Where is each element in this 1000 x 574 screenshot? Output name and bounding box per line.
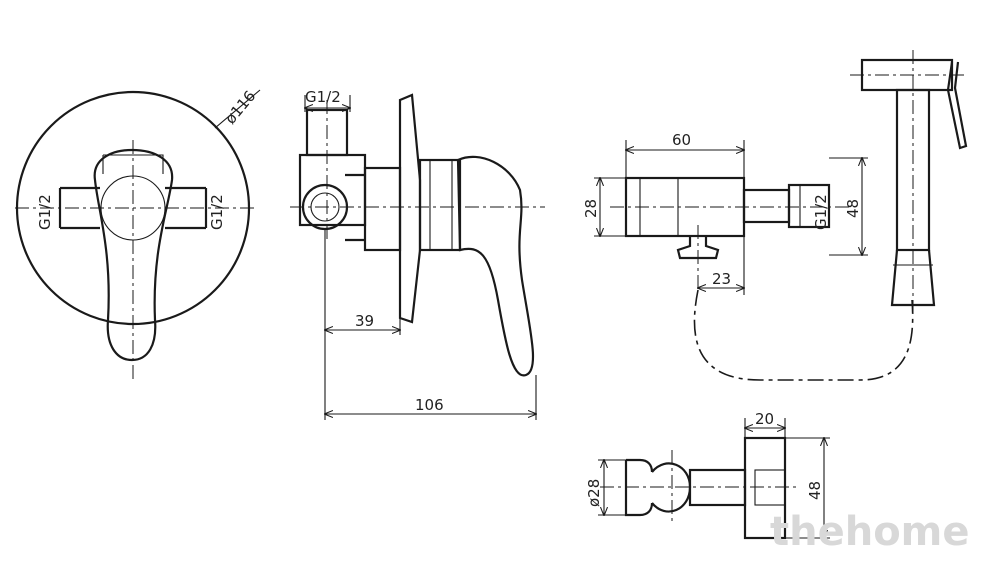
thread-right-label: G1/2 bbox=[208, 194, 226, 230]
outlet-offset-label: 23 bbox=[712, 270, 731, 288]
sprayer-view bbox=[850, 50, 968, 315]
thread-top-label: G1/2 bbox=[305, 88, 341, 106]
bottom-diameter-label: ø28 bbox=[585, 479, 603, 507]
side-view: G1/2 39 106 bbox=[290, 88, 545, 420]
depth-39-label: 39 bbox=[355, 312, 374, 330]
front-view: ø116 G1/2 G1/2 bbox=[15, 87, 261, 380]
outlet-height-label: 48 bbox=[844, 199, 862, 218]
holder-height-label: 28 bbox=[582, 199, 600, 218]
bottom-view: 20 ø28 48 bbox=[585, 410, 830, 540]
thread-left-label: G1/2 bbox=[36, 194, 54, 230]
holder-width-label: 60 bbox=[672, 131, 691, 149]
outlet-thread-label: G1/2 bbox=[812, 194, 830, 230]
watermark: thehome bbox=[770, 509, 970, 555]
depth-106-label: 106 bbox=[415, 396, 444, 414]
bottom-width-label: 20 bbox=[755, 410, 774, 428]
bottom-height-label: 48 bbox=[806, 481, 824, 500]
holder-view: 60 28 G1/2 48 23 bbox=[582, 131, 914, 381]
plate-diameter-label: ø116 bbox=[221, 87, 259, 128]
